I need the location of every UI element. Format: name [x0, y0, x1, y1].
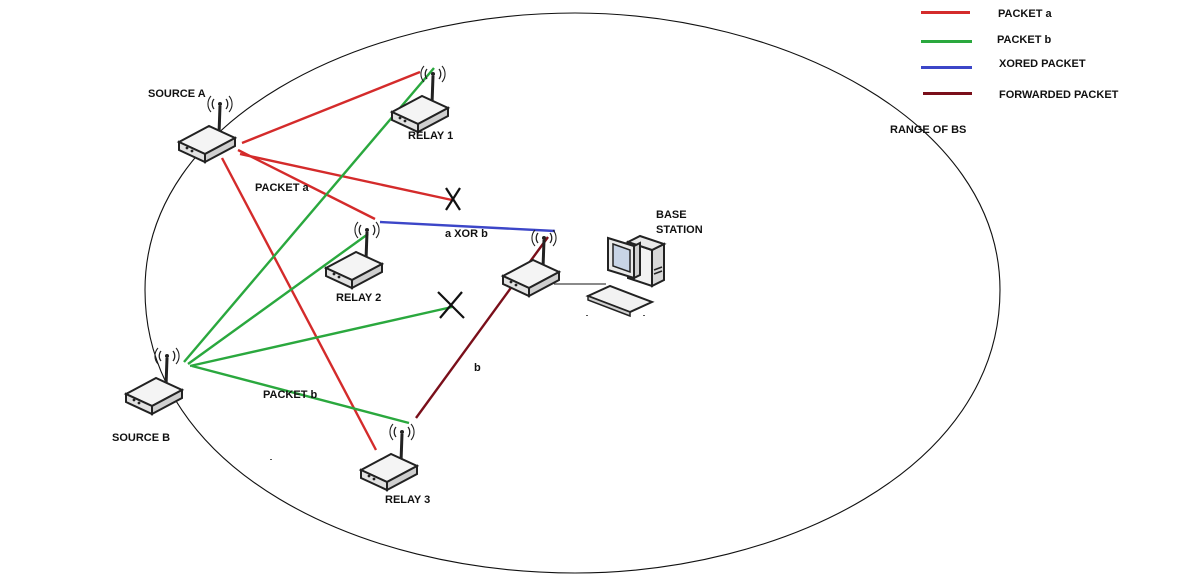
relay-1-label: RELAY 1 [408, 130, 454, 142]
desktop-computer-icon [587, 235, 665, 317]
source-b-router-icon [124, 346, 184, 416]
legend-swatch-xored-packet [921, 66, 972, 69]
source-b-label: SOURCE B [112, 432, 171, 444]
legend-swatch-packet-a [921, 11, 970, 14]
link-b-relay3 [191, 364, 410, 425]
relay-3-router-icon [359, 422, 419, 492]
legend-swatch-packet-b [921, 40, 972, 43]
link-b-bs-failed [189, 305, 453, 368]
link-a-relay2 [237, 148, 376, 221]
packet-a-label: PACKET a [255, 182, 309, 194]
legend-label-xored-packet: XORED PACKET [999, 58, 1086, 70]
forwarded-label: b [474, 362, 481, 374]
range-of-bs-label: RANGE OF BS [890, 124, 967, 136]
legend-swatch-forwarded-packet [923, 92, 972, 95]
link-b-relay2 [187, 233, 369, 365]
xor-link [379, 220, 556, 233]
xor-label: a XOR b [445, 228, 488, 240]
legend-label-forwarded-packet: FORWARDED PACKET [999, 89, 1119, 101]
link-a-relay3 [220, 157, 378, 451]
relay-3-label: RELAY 3 [385, 494, 431, 506]
base-station-router-icon [501, 228, 561, 298]
relay-2-router-icon [324, 220, 384, 290]
packet-b-label: PACKET b [263, 389, 318, 401]
source-a-label: SOURCE A [148, 88, 206, 100]
link-a-bs-failed [239, 152, 453, 202]
source-a-router-icon [177, 94, 237, 164]
legend-label-packet-b: PACKET b [997, 34, 1052, 46]
base-station-label-line2: STATION [656, 224, 703, 236]
x-mark-icon [437, 291, 465, 319]
relay-1-router-icon [390, 64, 450, 134]
legend-label-packet-a: PACKET a [998, 8, 1052, 20]
relay-2-label: RELAY 2 [336, 292, 382, 304]
x-mark-icon [445, 187, 461, 211]
packet-a-links [220, 70, 453, 451]
link-a-relay1 [241, 70, 421, 145]
base-station-label-line1: BASE [656, 209, 687, 221]
bs-range-ellipse [144, 12, 1001, 574]
